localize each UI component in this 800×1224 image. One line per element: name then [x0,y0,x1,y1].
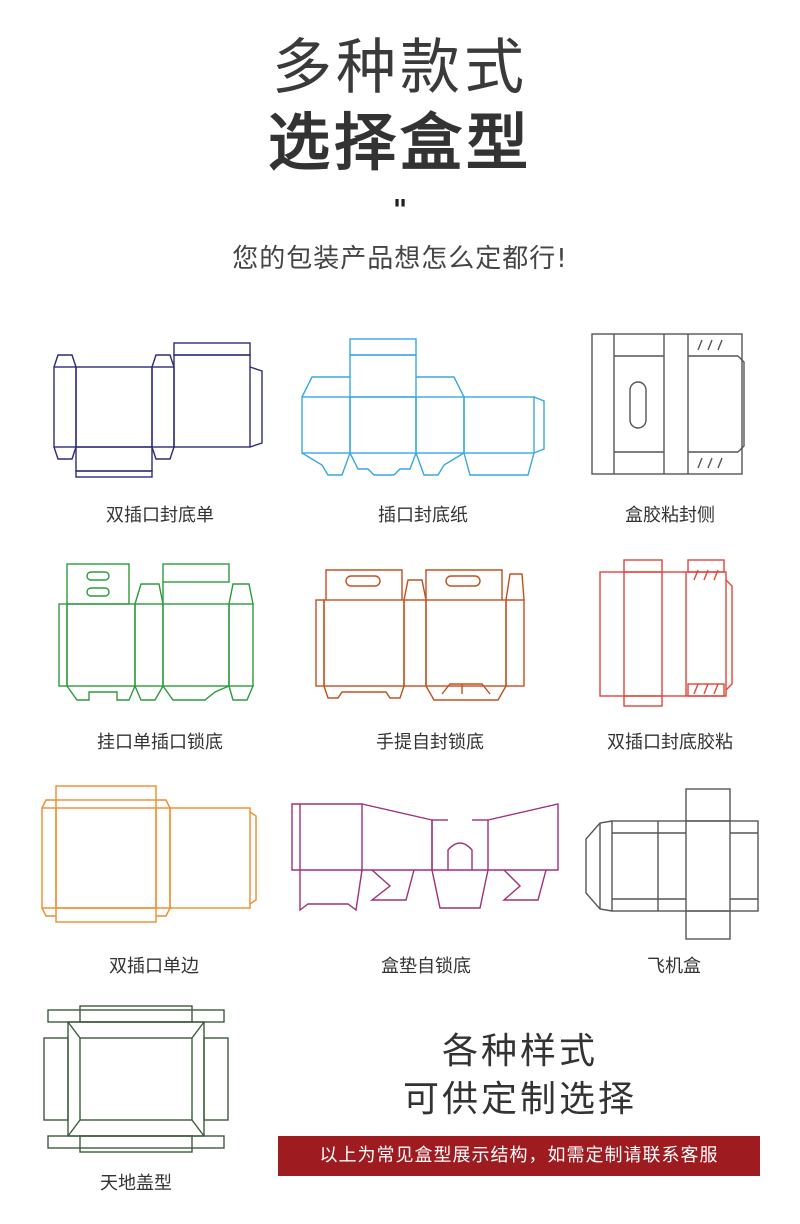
box-outline-10 [43,1005,229,1153]
page-subtitle: 您的包装产品想怎么定都行! [232,244,568,274]
box-diagram-6 [599,559,733,707]
contact-banner: 以上为常见盒型展示结构，如需定制请联系客服 [278,1136,760,1176]
box-label-7: 双插口单边 [109,956,199,977]
page-title: 多种款式 [272,33,528,103]
box-label-3: 盒胶粘封侧 [625,505,715,526]
box-diagram-8 [291,803,559,912]
box-label-2: 插口封底纸 [378,505,468,526]
box-outline-8 [291,803,559,912]
box-label-6: 双插口封底胶粘 [607,732,733,753]
page-title-bold: 选择盒型 [267,106,532,179]
box-label-1: 双插口封底单 [106,505,214,526]
box-diagram-10 [43,1005,229,1153]
quote-mark-icon: " [392,193,408,226]
side-text-line1: 各种样式 [441,1031,598,1072]
box-outline-4 [58,563,254,701]
box-outline-5 [315,569,525,701]
box-label-9: 飞机盒 [647,956,701,977]
box-outline-2 [301,338,545,476]
box-outline-3 [591,333,745,475]
box-diagram-2 [301,338,545,476]
box-diagram-3 [591,333,745,475]
box-outline-1 [53,342,263,478]
box-label-10: 天地盖型 [100,1173,172,1194]
box-diagram-1 [53,342,263,478]
box-outline-7 [41,785,257,923]
box-diagram-7 [41,785,257,923]
box-label-4: 挂口单插口锁底 [97,732,223,753]
box-outline-6 [599,559,733,707]
side-text-line2: 可供定制选择 [402,1079,637,1120]
box-outline-9 [585,788,759,940]
box-diagram-5 [315,569,525,701]
box-label-5: 手提自封锁底 [376,732,484,753]
box-label-8: 盒垫自锁底 [381,956,471,977]
box-diagram-4 [58,563,254,701]
box-diagram-9 [585,788,759,940]
